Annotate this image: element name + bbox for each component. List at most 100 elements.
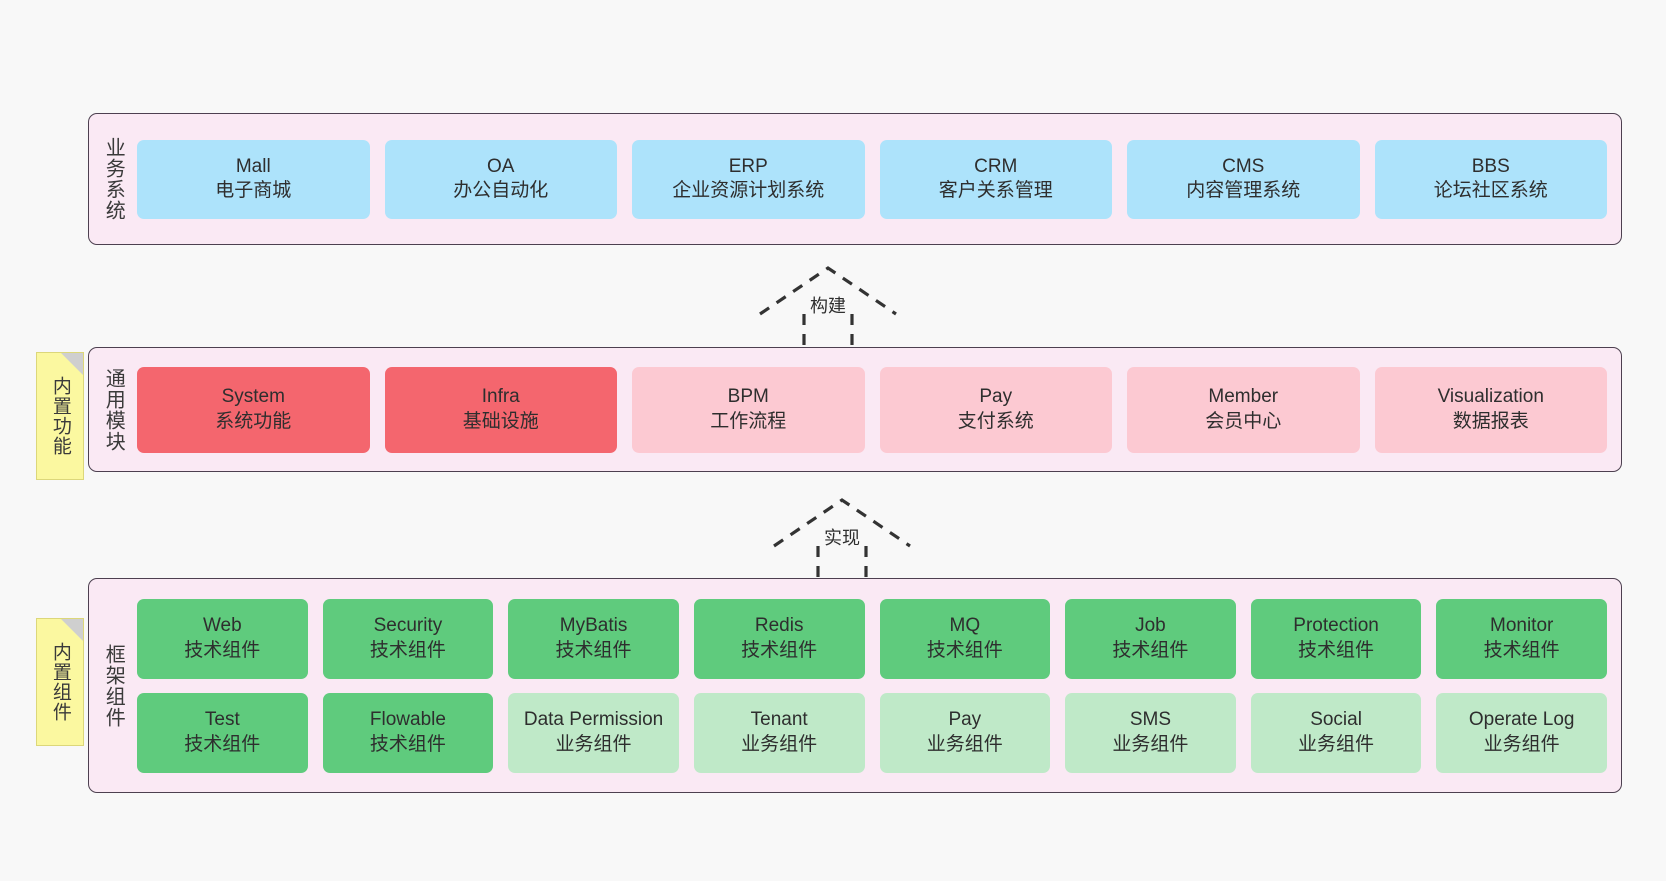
card-infra[interactable]: Infra 基础设施 (384, 366, 617, 453)
card-title-en: MyBatis (559, 615, 628, 637)
card-title-en: MQ (949, 615, 981, 637)
card-title-en: ERP (728, 155, 768, 177)
card-redis[interactable]: Redis 技术组件 (693, 598, 865, 679)
card-title-en: Redis (754, 615, 804, 637)
card-title-cn: 数据报表 (1452, 410, 1529, 432)
layer-framework-components[interactable]: 框架组件 Web 技术组件 Security 技术组件 MyBatis 技术组件 (88, 578, 1622, 793)
card-title-cn: 工作流程 (710, 410, 787, 432)
card-social[interactable]: Social 业务组件 (1250, 692, 1422, 773)
card-title-cn: 业务组件 (1483, 733, 1560, 755)
card-title-cn: 业务组件 (926, 733, 1003, 755)
arrow-head-build (759, 266, 897, 316)
card-row-common-modules: System 系统功能 Infra 基础设施 BPM 工作流程 Pay 支付系统… (137, 366, 1607, 453)
card-title-cn: 业务组件 (741, 733, 818, 755)
card-visualization[interactable]: Visualization 数据报表 (1374, 366, 1607, 453)
card-mall[interactable]: Mall 电子商城 (137, 139, 370, 219)
card-title-cn: 技术组件 (369, 639, 446, 661)
card-title-en: Monitor (1490, 615, 1554, 637)
card-title-cn: 电子商城 (215, 180, 292, 201)
card-sms[interactable]: SMS 业务组件 (1065, 692, 1236, 773)
card-title-cn: 支付系统 (957, 410, 1034, 432)
card-title-en: Pay (948, 709, 982, 731)
card-title-en: Job (1135, 615, 1166, 637)
layer-title-framework-components: 框架组件 (102, 643, 125, 728)
card-protection[interactable]: Protection 技术组件 (1250, 598, 1422, 679)
card-bpm[interactable]: BPM 工作流程 (632, 366, 865, 453)
card-pay-component[interactable]: Pay 业务组件 (879, 692, 1051, 773)
card-title-en: Tenant (750, 709, 808, 731)
card-title-cn: 技术组件 (184, 733, 261, 755)
card-row-business-components: Test 技术组件 Flowable 技术组件 Data Permission … (137, 692, 1607, 773)
card-member[interactable]: Member 会员中心 (1127, 366, 1360, 453)
card-title-cn: 客户关系管理 (938, 180, 1053, 201)
card-title-en: Test (204, 709, 240, 731)
card-cms[interactable]: CMS 内容管理系统 (1127, 139, 1360, 219)
card-title-cn: 办公自动化 (453, 180, 549, 201)
note-built-in-components: 内置组件 (36, 618, 84, 746)
card-title-cn: 内容管理系统 (1186, 180, 1301, 201)
card-job[interactable]: Job 技术组件 (1065, 598, 1236, 679)
card-title-cn: 技术组件 (741, 639, 818, 661)
card-rows-framework-components: Web 技术组件 Security 技术组件 MyBatis 技术组件 Redi… (137, 598, 1607, 773)
note-label: 内置功能 (49, 376, 71, 456)
card-title-en: Mall (235, 155, 271, 177)
card-title-cn: 技术组件 (369, 733, 446, 755)
card-operate-log[interactable]: Operate Log 业务组件 (1436, 692, 1607, 773)
card-title-en: Flowable (369, 709, 446, 731)
card-title-en: Security (373, 615, 443, 637)
layer-common-modules[interactable]: 通用模块 System 系统功能 Infra 基础设施 BPM 工作流程 Pay… (88, 347, 1622, 472)
layer-body-business-systems: Mall 电子商城 OA 办公自动化 ERP 企业资源计划系统 CRM 客户关系… (137, 114, 1621, 244)
card-title-cn: 业务组件 (555, 733, 632, 755)
card-row-technical-components: Web 技术组件 Security 技术组件 MyBatis 技术组件 Redi… (137, 598, 1607, 679)
card-monitor[interactable]: Monitor 技术组件 (1436, 598, 1607, 679)
card-oa[interactable]: OA 办公自动化 (384, 139, 617, 219)
card-title-en: Web (202, 615, 242, 637)
card-title-en: SMS (1129, 709, 1172, 731)
card-title-cn: 技术组件 (184, 639, 261, 661)
card-title-en: Protection (1293, 615, 1379, 637)
card-title-cn: 系统功能 (215, 410, 292, 432)
card-erp[interactable]: ERP 企业资源计划系统 (632, 139, 865, 219)
card-system[interactable]: System 系统功能 (137, 366, 370, 453)
card-title-cn: 企业资源计划系统 (672, 180, 825, 201)
card-flowable[interactable]: Flowable 技术组件 (322, 692, 494, 773)
card-title-cn: 技术组件 (1298, 639, 1375, 661)
arrow-label-implement: 实现 (824, 528, 860, 548)
card-title-en: BBS (1471, 155, 1510, 177)
card-mq[interactable]: MQ 技术组件 (879, 598, 1051, 679)
card-title-cn: 技术组件 (555, 639, 632, 661)
card-title-en: BPM (727, 386, 769, 408)
arrow-label-build: 构建 (810, 296, 846, 316)
card-title-cn: 基础设施 (462, 410, 539, 432)
card-title-cn: 技术组件 (926, 639, 1003, 661)
layer-title-common-modules: 通用模块 (102, 367, 125, 452)
layer-body-common-modules: System 系统功能 Infra 基础设施 BPM 工作流程 Pay 支付系统… (137, 348, 1621, 471)
card-mybatis[interactable]: MyBatis 技术组件 (508, 598, 679, 679)
card-title-en: Visualization (1437, 386, 1544, 408)
card-title-en: System (221, 386, 285, 408)
note-label: 内置组件 (49, 642, 71, 722)
card-title-en: CMS (1222, 155, 1265, 177)
card-tenant[interactable]: Tenant 业务组件 (693, 692, 865, 773)
note-built-in-features: 内置功能 (36, 352, 84, 480)
card-pay-module[interactable]: Pay 支付系统 (879, 366, 1112, 453)
card-crm[interactable]: CRM 客户关系管理 (879, 139, 1112, 219)
card-title-en: OA (487, 155, 515, 177)
layer-title-business-systems: 业务系统 (102, 137, 125, 221)
card-title-en: Operate Log (1468, 709, 1575, 731)
card-web[interactable]: Web 技术组件 (137, 598, 308, 679)
card-title-cn: 论坛社区系统 (1433, 180, 1548, 201)
card-title-cn: 技术组件 (1112, 639, 1189, 661)
card-title-en: Pay (979, 386, 1013, 408)
card-data-permission[interactable]: Data Permission 业务组件 (508, 692, 679, 773)
card-title-cn: 技术组件 (1483, 639, 1560, 661)
card-title-en: Member (1208, 386, 1279, 408)
card-title-en: CRM (974, 155, 1018, 177)
card-row-business-systems: Mall 电子商城 OA 办公自动化 ERP 企业资源计划系统 CRM 客户关系… (137, 139, 1607, 219)
card-test[interactable]: Test 技术组件 (137, 692, 308, 773)
layer-business-systems[interactable]: 业务系统 Mall 电子商城 OA 办公自动化 ERP 企业资源计划系统 CRM… (88, 113, 1622, 245)
card-bbs[interactable]: BBS 论坛社区系统 (1374, 139, 1607, 219)
arrow-implement: 实现 (762, 494, 922, 584)
card-security[interactable]: Security 技术组件 (322, 598, 494, 679)
